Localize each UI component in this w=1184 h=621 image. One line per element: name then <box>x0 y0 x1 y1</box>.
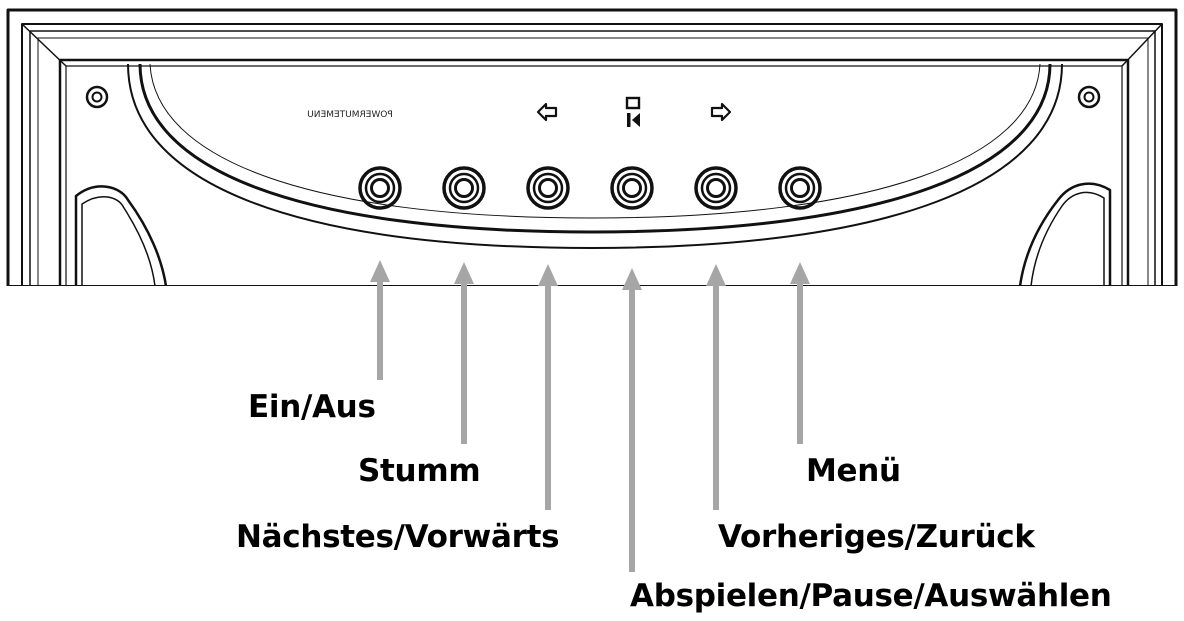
label-menu: Menü <box>806 453 901 489</box>
control-strip-lip <box>127 63 1063 249</box>
button-row <box>358 166 822 210</box>
left-screw-icon <box>85 85 109 109</box>
label-next: Nächstes/Vorwärts <box>236 519 560 555</box>
bezel-screen-frame <box>58 58 1130 286</box>
mute-callout-arrow <box>454 262 474 444</box>
control-strip-inner <box>149 63 1041 219</box>
play-pause-select-icon <box>625 96 641 127</box>
play-callout-arrow <box>622 268 642 572</box>
panel-printed-text: POWERMUTEMENU <box>307 110 393 120</box>
power-callout-arrow <box>370 260 390 380</box>
arrow-right-icon <box>710 102 732 122</box>
label-previous: Vorheriges/Zurück <box>718 519 1035 555</box>
label-mute: Stumm <box>358 453 481 489</box>
callout-arrows <box>370 260 810 572</box>
menu-callout-arrow <box>790 262 810 444</box>
label-power: Ein/Aus <box>248 389 376 425</box>
left-side-handle <box>74 185 168 286</box>
label-play: Abspielen/Pause/Auswählen <box>630 578 1112 614</box>
arrow-left-icon <box>536 102 558 122</box>
menu-button[interactable] <box>778 166 822 210</box>
play-button[interactable] <box>610 166 654 210</box>
next-callout-arrow <box>538 264 558 510</box>
bezel-outer-frame <box>6 8 1178 286</box>
bezel-inner-frame-2 <box>29 30 1156 286</box>
right-screw-icon <box>1077 85 1101 109</box>
bezel-inner-frame-3 <box>37 37 1149 286</box>
previous-button[interactable] <box>694 166 738 210</box>
bezel-inner-frame <box>21 23 1163 286</box>
mute-button[interactable] <box>442 166 486 210</box>
control-strip-outer <box>138 63 1052 234</box>
previous-callout-arrow <box>706 264 726 510</box>
power-button[interactable] <box>358 166 402 210</box>
right-side-handle <box>1018 182 1112 286</box>
bezel-screen-frame-2 <box>65 65 1123 286</box>
next-button[interactable] <box>526 166 570 210</box>
